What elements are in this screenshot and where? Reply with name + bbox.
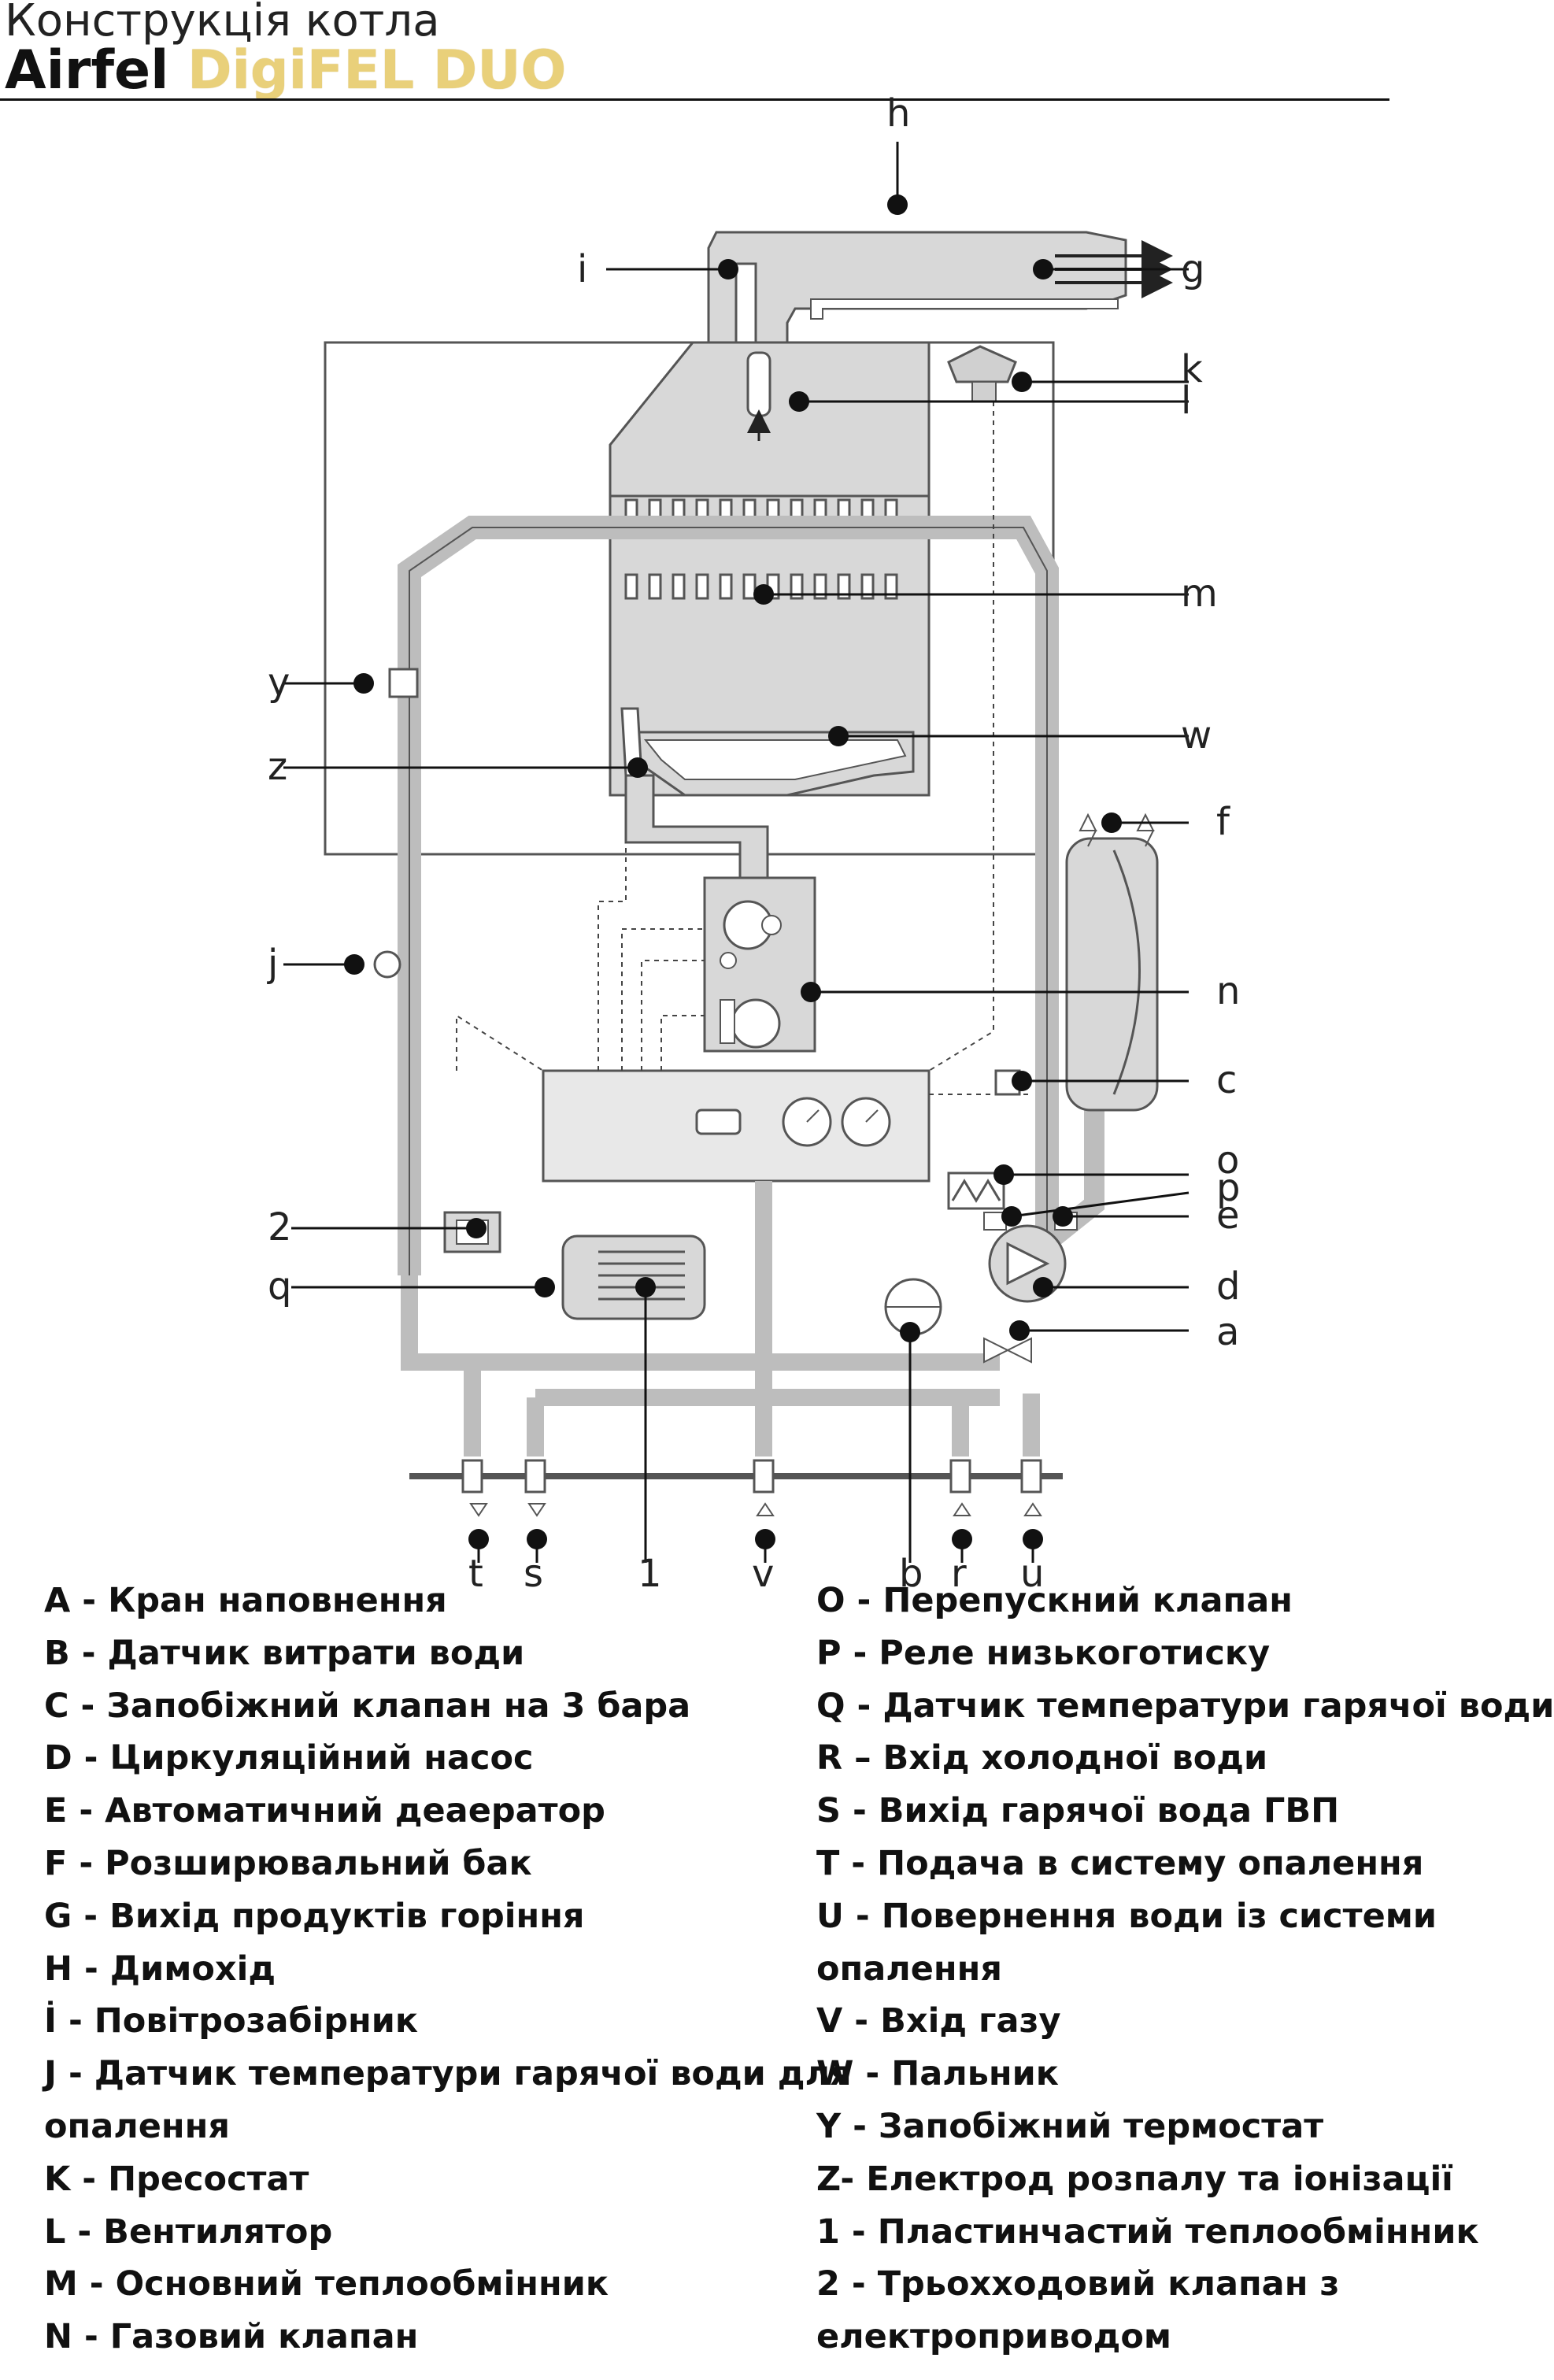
legend-item-1: 1 - Пластинчастий теплообмінник <box>816 2212 1479 2252</box>
legend-item-k: K - Пресостат <box>44 2159 309 2199</box>
safety-thermostat <box>388 668 419 698</box>
legend-item-p: P - Реле низькоготиску <box>816 1633 1271 1673</box>
callout-z: z <box>268 745 287 789</box>
callout-h: h <box>886 91 910 135</box>
legend-item-u: U - Повернення води із системи <box>816 1896 1437 1936</box>
leader-dots <box>344 194 1122 1549</box>
callout-2: 2 <box>268 1205 292 1249</box>
legend-item-2-cont: електроприводом <box>816 2317 1172 2357</box>
flue-inner <box>810 298 1119 320</box>
callout-l: l <box>1181 379 1191 423</box>
expansion-vessel <box>1065 812 1159 1112</box>
connection-fittings <box>461 1459 1042 1494</box>
gas-valve <box>703 876 816 1053</box>
callout-1: 1 <box>638 1552 662 1596</box>
legend-item-v: V - Вхід газу <box>816 2001 1061 2041</box>
legend-item-i: İ - Повітрозабірник <box>44 2001 419 2041</box>
fan <box>746 351 771 441</box>
callout-e: e <box>1216 1194 1240 1238</box>
legend-item-t: T - Подача в систему опалення <box>816 1843 1424 1883</box>
callout-w: w <box>1181 713 1212 757</box>
legend-item-y: Y - Запобіжний термостат <box>816 2106 1324 2146</box>
legend-item-g: G - Вихід продуктів горіння <box>44 1896 585 1936</box>
callout-n: n <box>1216 969 1240 1013</box>
legend-item-r: R – Вхід холодної води <box>816 1738 1268 1779</box>
legend-item-j-cont: опалення <box>44 2106 230 2146</box>
pressostat <box>947 345 1017 402</box>
legend-item-a: A - Кран наповнення <box>44 1581 447 1620</box>
model-name: DigiFEL DUO <box>187 39 567 102</box>
legend-item-u-cont: опалення <box>816 1949 1002 1989</box>
legend-item-d: D - Циркуляційний насос <box>44 1738 534 1779</box>
page-title: Airfel DigiFEL DUO <box>5 39 566 102</box>
callout-d: d <box>1216 1264 1240 1308</box>
title-rule <box>0 98 1389 101</box>
legend-item-q: Q - Датчик температури гарячої води <box>816 1686 1554 1726</box>
callout-a: a <box>1216 1310 1239 1354</box>
legend-item-w: W - Пальник <box>816 2054 1059 2094</box>
callout-p: p <box>1216 1166 1240 1210</box>
legend-left-column: A - Кран наповнення B - Датчик витрати в… <box>44 1575 852 2363</box>
callout-k: k <box>1181 347 1203 391</box>
circulation-pump <box>988 1224 1067 1303</box>
callout-q: q <box>268 1264 291 1308</box>
callout-c: c <box>1216 1058 1237 1102</box>
legend-item-s: S - Вихід гарячої вода ГВП <box>816 1791 1340 1831</box>
legend-item-e: E - Автоматичний деаератор <box>44 1791 605 1831</box>
legend-item-b: B - Датчик витрати води <box>44 1633 525 1673</box>
legend-item-2: 2 - Трьохходовий клапан з <box>816 2264 1340 2304</box>
legend-item-c: C - Запобіжний клапан на 3 бара <box>44 1686 691 1726</box>
callout-f: f <box>1216 800 1230 844</box>
legend-item-f: F - Розширювальний бак <box>44 1843 532 1883</box>
heating-temp-sensor <box>373 950 401 979</box>
control-panel <box>542 1069 931 1183</box>
callout-j: j <box>267 942 278 986</box>
page-header: Конструкція котла Airfel DigiFEL DUO <box>0 0 1511 102</box>
legend-item-z: Z- Електрод розпалу та іонізації <box>816 2159 1453 2199</box>
callout-m: m <box>1181 572 1218 616</box>
callout-o: o <box>1216 1138 1239 1183</box>
callout-g: g <box>1181 247 1204 291</box>
callout-i: i <box>577 247 587 291</box>
brand-name: Airfel <box>5 39 169 102</box>
callout-b: b <box>899 1552 923 1596</box>
legend-item-j: J - Датчик температури гарячої води для <box>44 2054 852 2094</box>
pre-title: Конструкція котла <box>5 0 440 46</box>
legend-item-l: L - Вентилятор <box>44 2212 333 2252</box>
legend-item-o: O - Перепускний клапан <box>816 1581 1293 1620</box>
bottom-pipes <box>401 1181 1040 1457</box>
boiler-diagram: h i g k l m y z w f j n c o p e 2 q d a … <box>267 91 1240 1596</box>
legend-right-column: O - Перепускний клапан P - Реле низького… <box>816 1575 1554 2363</box>
legend-item-m: M - Основний теплообмінник <box>44 2264 609 2304</box>
plate-heat-exchanger <box>561 1234 706 1320</box>
flue-duct <box>707 231 1127 344</box>
callout-u: u <box>1020 1552 1044 1596</box>
legend-item-n: N - Газовий клапан <box>44 2317 419 2357</box>
callout-y: y <box>268 661 290 705</box>
flow-direction-arrows <box>469 1502 1042 1517</box>
callout-t: t <box>468 1552 483 1596</box>
burner-flame-zone <box>643 739 907 780</box>
callout-r: r <box>951 1552 967 1596</box>
legend-item-h: H - Димохід <box>44 1949 276 1989</box>
callout-s: s <box>524 1552 543 1596</box>
callout-v: v <box>752 1552 774 1596</box>
filling-tap <box>983 1337 1032 1364</box>
